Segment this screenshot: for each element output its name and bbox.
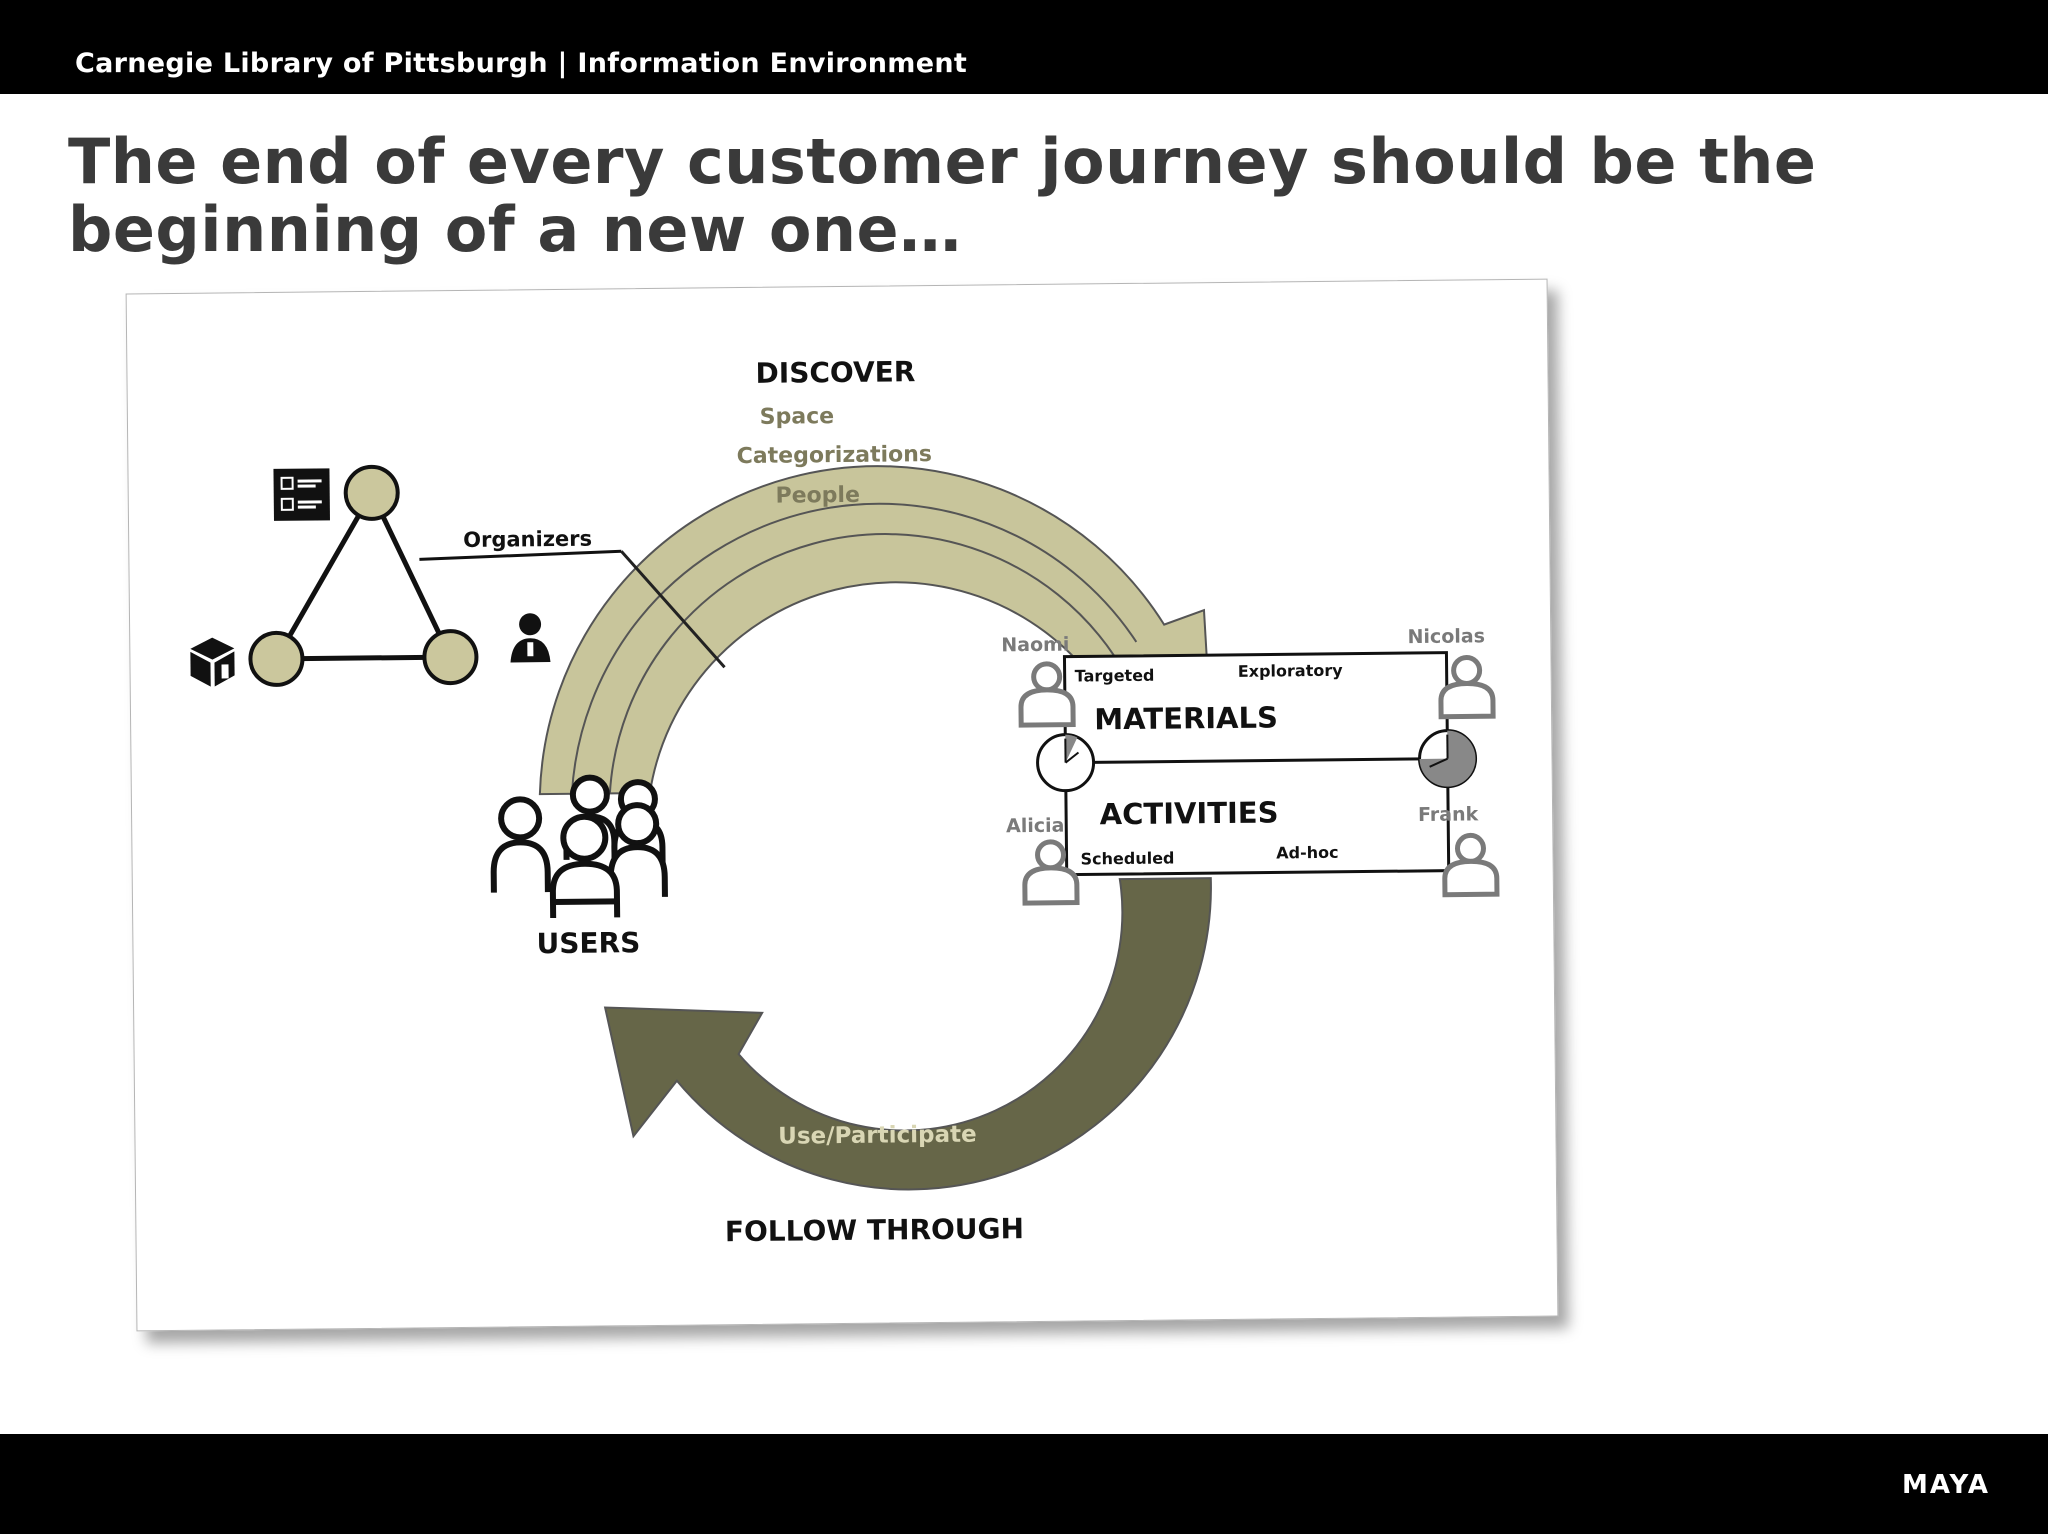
materials-activities-box xyxy=(1062,651,1451,877)
persona-nicolas-label: Nicolas xyxy=(1407,625,1485,648)
users-group-icon xyxy=(490,774,668,919)
use-participate-label: Use/Participate xyxy=(778,1122,977,1150)
scheduled-label: Scheduled xyxy=(1080,849,1174,869)
discover-heading: DISCOVER xyxy=(755,355,915,390)
organizers-triangle xyxy=(248,464,622,687)
persona-naomi-icon xyxy=(1018,661,1076,728)
discover-band-space: Space xyxy=(760,404,835,430)
persona-alicia-icon xyxy=(1022,839,1080,906)
header-bar: Carnegie Library of Pittsburgh | Informa… xyxy=(0,0,2048,94)
discover-arrow xyxy=(538,465,1213,796)
follow-through-arrow xyxy=(603,877,1212,1191)
activities-label: ACTIVITIES xyxy=(1100,795,1279,831)
persona-nicolas-icon xyxy=(1438,654,1496,720)
clock-left-icon xyxy=(1036,733,1096,793)
slide-title: The end of every customer journey should… xyxy=(68,125,1817,266)
staff-person-icon xyxy=(510,613,551,663)
catalog-list-icon xyxy=(273,468,330,521)
persona-frank-icon xyxy=(1442,832,1500,898)
ad-hoc-label: Ad-hoc xyxy=(1276,843,1339,863)
persona-alicia-label: Alicia xyxy=(1006,815,1065,838)
exploratory-label: Exploratory xyxy=(1238,661,1344,681)
discover-band-people: People xyxy=(775,483,860,509)
organizer-node-top xyxy=(343,464,400,521)
journey-diagram: Organizers DISCOVER Space Categorization… xyxy=(125,278,1559,1332)
targeted-label: Targeted xyxy=(1075,666,1155,686)
organizer-node-left xyxy=(248,630,305,687)
organizers-label: Organizers xyxy=(463,527,592,552)
persona-naomi-label: Naomi xyxy=(1001,634,1069,657)
clock-right-icon xyxy=(1418,729,1478,789)
maya-logo: MAYA xyxy=(1902,1470,1990,1500)
discover-band-categorizations: Categorizations xyxy=(737,442,933,469)
header-breadcrumb: Carnegie Library of Pittsburgh | Informa… xyxy=(75,48,968,79)
footer-bar: MAYA xyxy=(0,1434,2048,1534)
users-label: USERS xyxy=(536,926,640,960)
organizer-node-right xyxy=(422,629,479,686)
follow-through-heading: FOLLOW THROUGH xyxy=(725,1212,1024,1248)
package-box-icon xyxy=(190,637,235,687)
persona-frank-label: Frank xyxy=(1418,803,1479,826)
materials-label: MATERIALS xyxy=(1094,700,1278,736)
